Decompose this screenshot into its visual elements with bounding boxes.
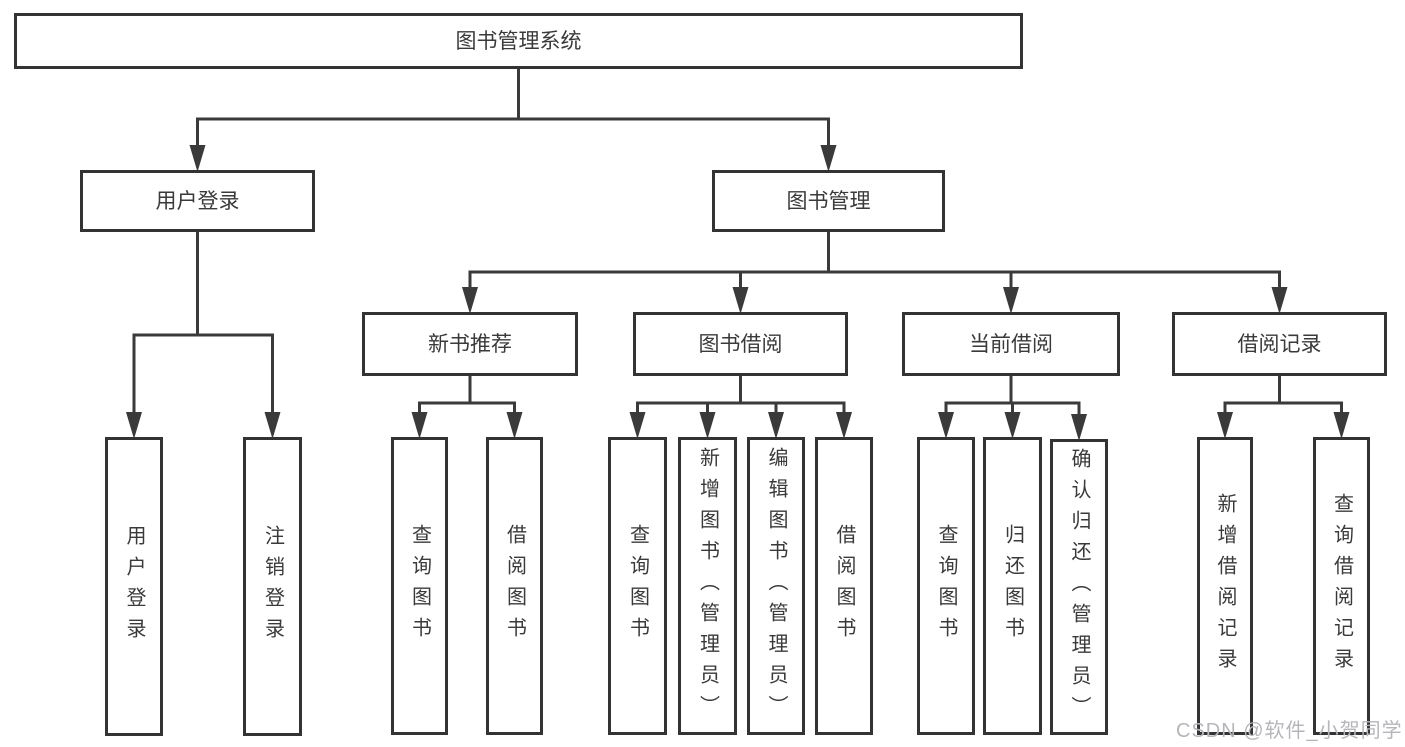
node-label-book-borrow: 图书借阅 bbox=[698, 332, 783, 356]
node-leaf-query-book-1: 查询图书 bbox=[391, 437, 448, 735]
arrowhead-icon bbox=[732, 287, 749, 314]
node-new-book-recommend: 新书推荐 bbox=[362, 312, 578, 376]
arrowhead-icon bbox=[820, 145, 837, 172]
node-label-new-book-recommend: 新书推荐 bbox=[428, 332, 512, 356]
node-leaf-add-book: 新增图书（管理员） bbox=[678, 437, 737, 735]
arrowhead-icon bbox=[1217, 412, 1233, 439]
arrowhead-icon bbox=[264, 412, 281, 439]
node-label-borrow-records: 借阅记录 bbox=[1237, 332, 1322, 356]
node-leaf-confirm-return: 确认归还（管理员） bbox=[1050, 439, 1108, 735]
node-leaf-edit-book: 编辑图书（管理员） bbox=[747, 437, 805, 735]
node-label-leaf-add-book: 新增图书（管理员） bbox=[696, 446, 719, 726]
arrowhead-icon bbox=[506, 412, 523, 439]
node-label-leaf-add-record: 新增借阅记录 bbox=[1214, 493, 1236, 679]
node-leaf-user-login: 用户登录 bbox=[105, 437, 163, 736]
arrowhead-icon bbox=[938, 412, 954, 439]
arrowhead-icon bbox=[1003, 287, 1019, 314]
node-label-leaf-query-book-3: 查询图书 bbox=[935, 524, 957, 648]
node-label-leaf-query-book-2: 查询图书 bbox=[626, 524, 649, 648]
arrowhead-icon bbox=[699, 412, 716, 439]
arrowhead-icon bbox=[1333, 412, 1350, 439]
watermark: CSDN @软件_小贺同学 bbox=[1176, 720, 1403, 742]
arrowhead-icon bbox=[1271, 287, 1288, 314]
node-label-leaf-user-login: 用户登录 bbox=[123, 524, 145, 649]
node-label-leaf-query-book-1: 查询图书 bbox=[408, 524, 431, 648]
node-leaf-return-book: 归还图书 bbox=[983, 437, 1042, 735]
node-label-leaf-borrow-book-1: 借阅图书 bbox=[503, 524, 526, 648]
arrowhead-icon bbox=[462, 287, 478, 314]
node-label-leaf-return-book: 归还图书 bbox=[1001, 524, 1024, 648]
node-book-mgmt: 图书管理 bbox=[712, 170, 945, 232]
arrowhead-icon bbox=[768, 412, 784, 439]
node-label-root: 图书管理系统 bbox=[455, 29, 582, 53]
node-leaf-query-book-3: 查询图书 bbox=[917, 437, 975, 735]
node-current-borrow: 当前借阅 bbox=[902, 312, 1120, 376]
arrowhead-icon bbox=[629, 412, 646, 439]
node-label-leaf-confirm-return: 确认归还（管理员） bbox=[1068, 447, 1090, 727]
node-leaf-query-book-2: 查询图书 bbox=[608, 437, 667, 735]
node-label-current-borrow: 当前借阅 bbox=[969, 332, 1053, 356]
node-leaf-borrow-book-2: 借阅图书 bbox=[815, 437, 873, 735]
node-leaf-query-record: 查询借阅记录 bbox=[1313, 437, 1370, 735]
node-user-login: 用户登录 bbox=[80, 170, 315, 232]
node-label-leaf-logout: 注销登录 bbox=[261, 524, 284, 649]
arrowhead-icon bbox=[1004, 412, 1021, 439]
node-borrow-records: 借阅记录 bbox=[1172, 312, 1387, 376]
node-label-leaf-edit-book: 编辑图书（管理员） bbox=[765, 446, 787, 726]
arrowhead-icon bbox=[126, 412, 142, 439]
node-book-borrow: 图书借阅 bbox=[633, 312, 848, 376]
node-label-leaf-borrow-book-2: 借阅图书 bbox=[833, 524, 855, 648]
node-leaf-logout: 注销登录 bbox=[243, 437, 302, 736]
arrowhead-icon bbox=[1071, 414, 1087, 441]
arrowhead-icon bbox=[411, 412, 428, 439]
node-root: 图书管理系统 bbox=[14, 13, 1023, 69]
arrowhead-icon bbox=[836, 412, 852, 439]
node-label-user-login: 用户登录 bbox=[155, 189, 240, 213]
node-leaf-add-record: 新增借阅记录 bbox=[1197, 437, 1253, 735]
node-label-leaf-query-record: 查询借阅记录 bbox=[1330, 493, 1353, 679]
node-label-book-mgmt: 图书管理 bbox=[786, 189, 871, 213]
arrowhead-icon bbox=[189, 145, 206, 172]
node-leaf-borrow-book-1: 借阅图书 bbox=[486, 437, 543, 735]
